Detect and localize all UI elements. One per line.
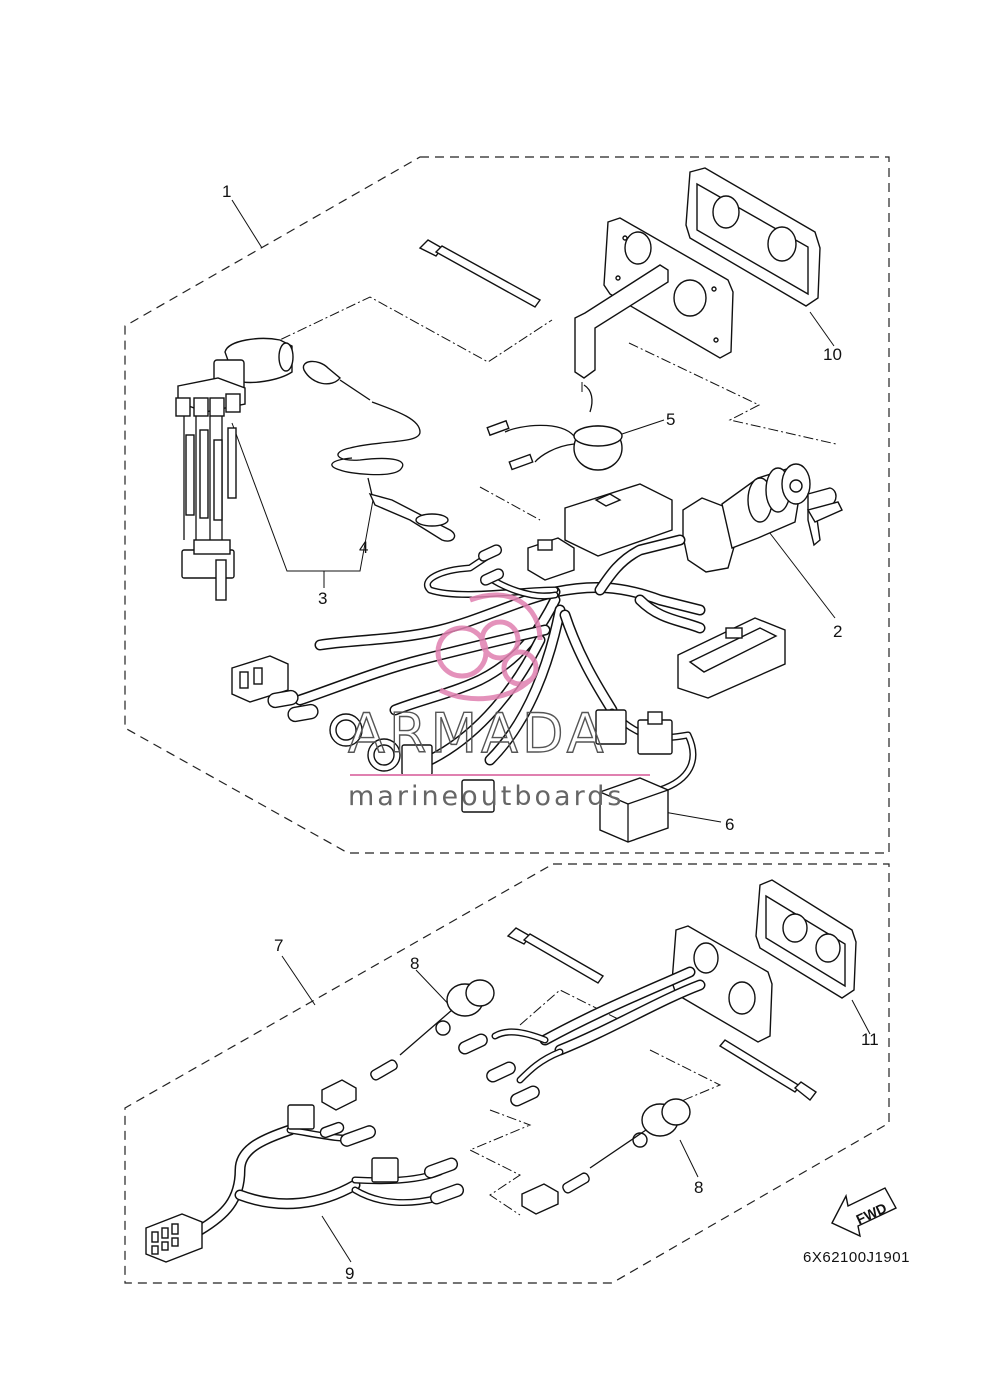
main-switch-with-keys[interactable] (682, 463, 843, 573)
sub-harness[interactable] (145, 1104, 465, 1263)
switch-assembly[interactable] (175, 337, 294, 601)
callout-1: 1 (222, 182, 231, 201)
callout-8-lower: 8 (694, 1178, 703, 1197)
watermark: ARMADA marineoutboards (347, 592, 650, 812)
lower-grommet-plate[interactable] (755, 879, 857, 999)
main-wire-harness[interactable] (294, 534, 706, 794)
watermark-tagline: marineoutboards (348, 781, 624, 812)
cable-tie-lower-a[interactable] (506, 927, 605, 984)
callout-5: 5 (666, 410, 675, 429)
callout-6: 6 (725, 815, 734, 834)
l-bracket[interactable] (574, 264, 669, 379)
lanyard-coil[interactable] (302, 360, 456, 542)
cable-tie-top[interactable] (418, 239, 542, 308)
group-1-boundary (124, 156, 890, 854)
callout-10: 10 (823, 345, 842, 364)
callout-8-upper: 8 (410, 954, 419, 973)
warning-buzzer[interactable] (486, 384, 623, 471)
callout-3: 3 (318, 589, 327, 608)
callout-numbers: 1 2 3 4 5 6 7 8 8 9 10 11 (222, 182, 879, 1283)
callout-2: 2 (833, 622, 842, 641)
extension-connector-lower[interactable] (521, 1098, 691, 1215)
harness-connectors[interactable] (231, 483, 786, 813)
lower-bracket-plate[interactable] (671, 925, 773, 1043)
diagram-code: 6X62100J1901 (803, 1249, 910, 1266)
watermark-brand: ARMADA (348, 702, 608, 765)
watermark-logo (435, 592, 543, 702)
rubber-grommet-plate[interactable] (685, 167, 821, 307)
callout-7: 7 (274, 936, 283, 955)
assembly-guides (264, 296, 837, 1216)
callout-11: 11 (861, 1030, 879, 1049)
cable-tie-lower-b[interactable] (718, 1039, 818, 1101)
lower-cables[interactable] (457, 966, 706, 1108)
mounting-bracket-plate[interactable] (603, 217, 734, 359)
callout-4: 4 (359, 538, 368, 557)
group-7-boundary (124, 863, 890, 1284)
forward-direction-arrow: FWD (831, 1187, 897, 1238)
callout-9: 9 (345, 1264, 354, 1283)
extension-connector-upper[interactable] (321, 979, 495, 1111)
connector-cap[interactable] (599, 777, 669, 843)
